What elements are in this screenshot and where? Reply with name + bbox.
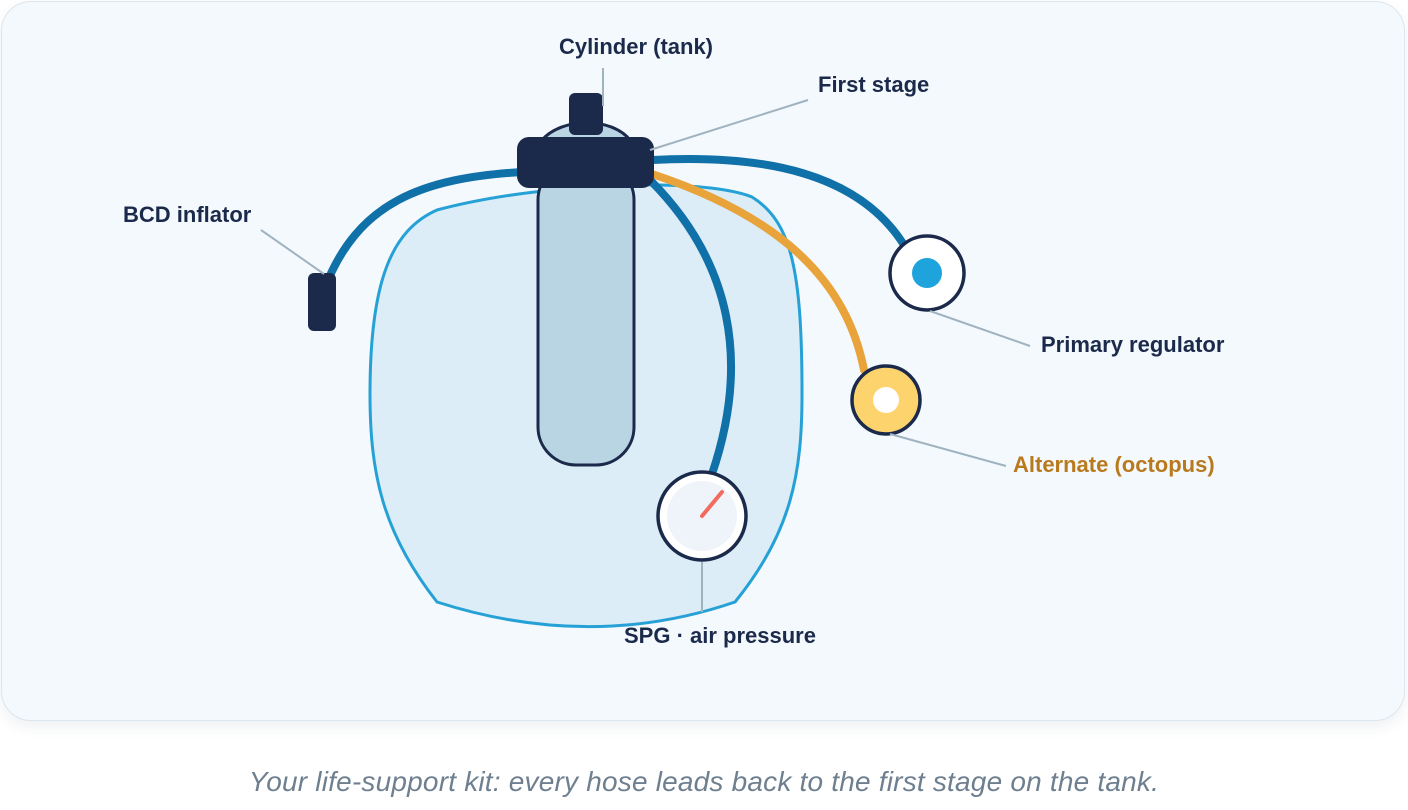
label-first-stage: First stage [818, 72, 929, 97]
leader-alternate [889, 433, 1007, 467]
first-stage [517, 137, 654, 188]
octopus-mouthpiece [873, 387, 899, 413]
octopus-hose [648, 170, 868, 374]
leader-bcd [260, 229, 325, 275]
tank-valve [569, 93, 603, 135]
label-bcd-inflator: BCD inflator [123, 202, 252, 227]
diagram-caption: Your life-support kit: every hose leads … [248, 766, 1160, 797]
spg-needle [700, 490, 724, 518]
diagram-card: Cylinder (tank) First stage BCD inflator… [1, 1, 1405, 721]
leader-primary [929, 310, 1031, 347]
scuba-kit-diagram: Cylinder (tank) First stage BCD inflator… [123, 34, 1225, 648]
primary-regulator-mouthpiece [912, 258, 942, 288]
label-primary-regulator: Primary regulator [1041, 332, 1225, 357]
primary-hose [648, 154, 911, 254]
spg-hose [646, 176, 735, 478]
bcd-hose [320, 168, 526, 294]
tank-body [536, 160, 636, 467]
label-alternate: Alternate (octopus) [1013, 452, 1215, 477]
label-cylinder: Cylinder (tank) [559, 34, 713, 59]
leader-first-stage [649, 99, 809, 151]
bcd-inflator [308, 273, 336, 331]
label-spg: SPG · air pressure [624, 623, 816, 648]
